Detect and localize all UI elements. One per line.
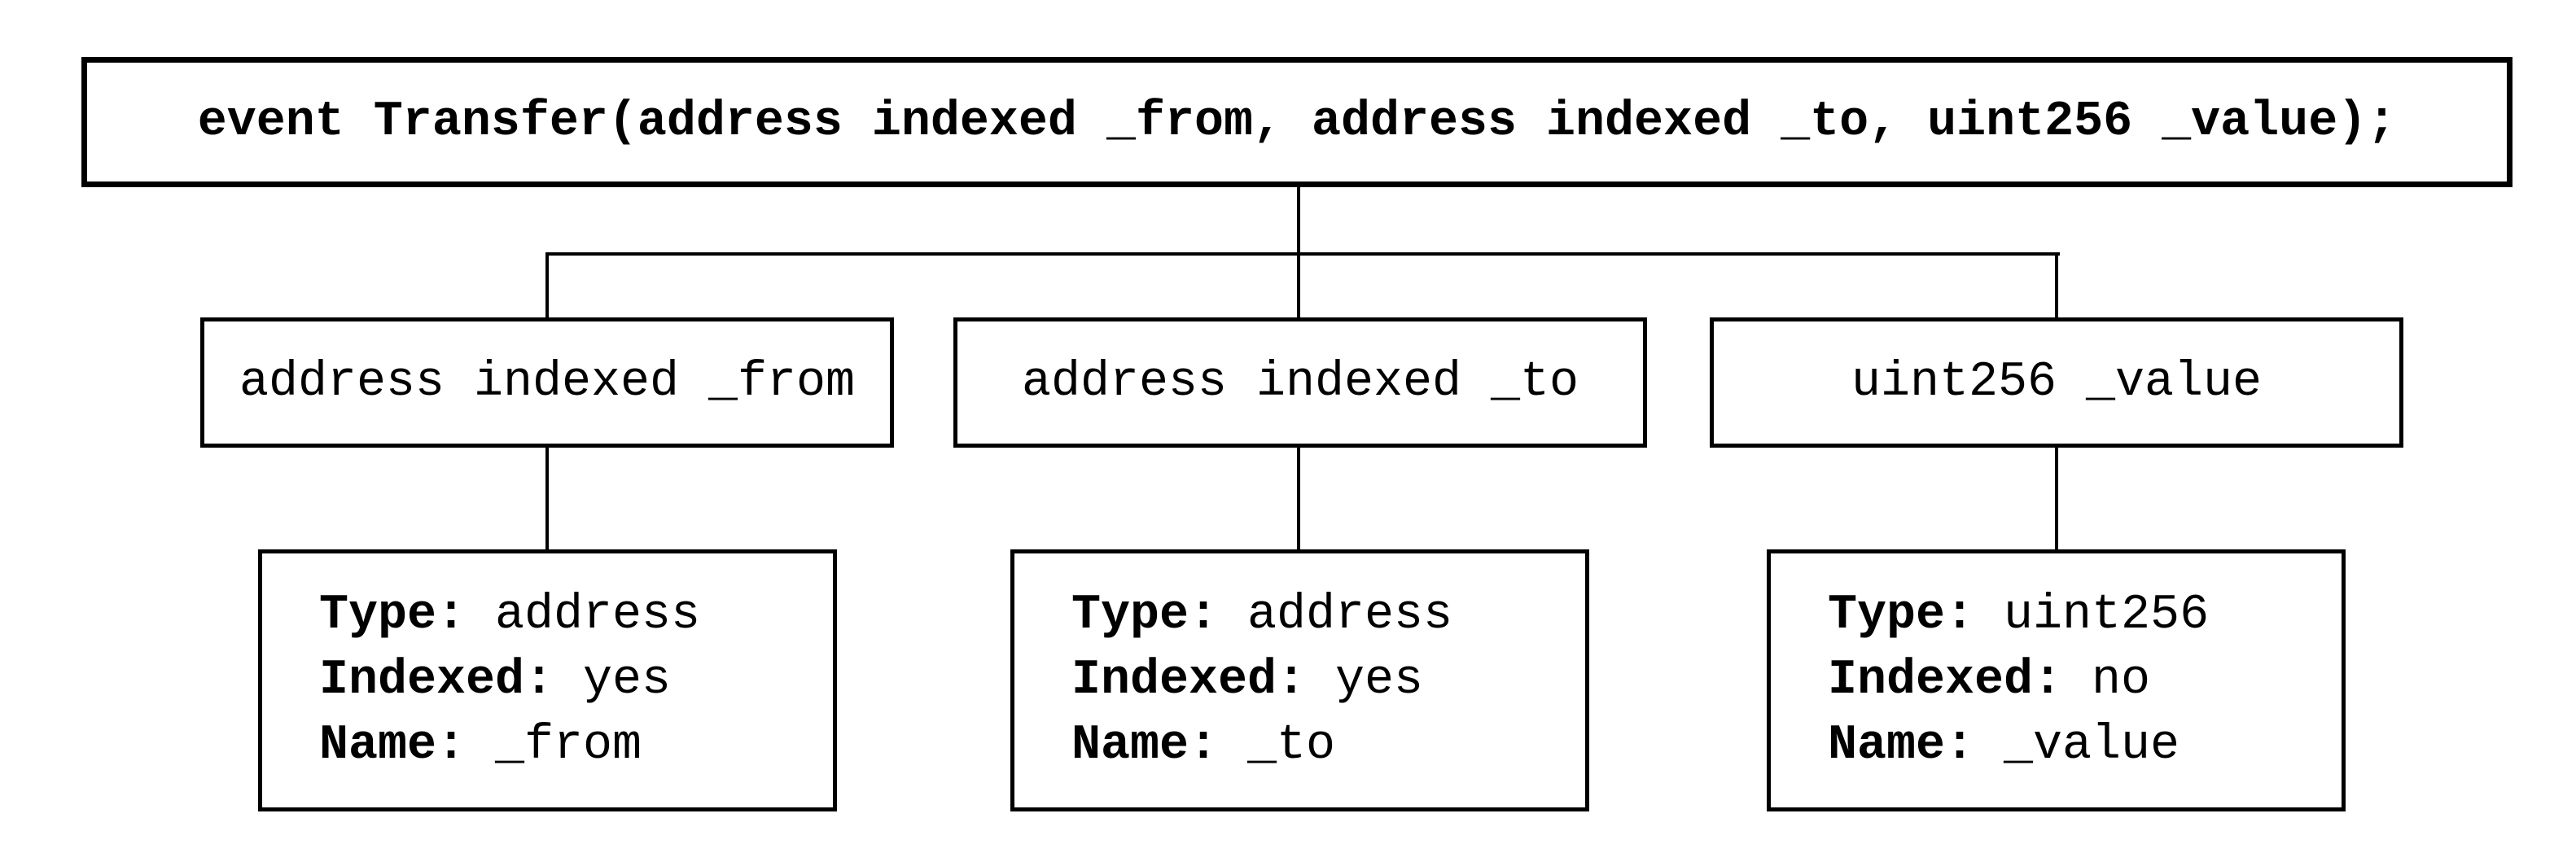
connector-detail-value-line (2055, 446, 2058, 552)
event-declaration-box: event Transfer(address indexed _from, ad… (81, 57, 2512, 187)
name-value: _to (1247, 718, 1336, 773)
param-detail-box-to: Type: address Indexed: yes Name: _to (1010, 549, 1589, 811)
connector-drop-from-line (545, 252, 549, 319)
detail-type-row: Type: uint256 (1828, 583, 2209, 648)
type-value: uint256 (2004, 588, 2210, 643)
param-box-to: address indexed _to (953, 317, 1647, 448)
param-box-value: uint256 _value (1710, 317, 2403, 448)
detail-indexed-row: Indexed: yes (1071, 648, 1423, 713)
name-label: Name: (319, 718, 467, 773)
name-value: _from (495, 718, 642, 773)
event-declaration-text: event Transfer(address indexed _from, ad… (197, 94, 2397, 150)
type-label: Type: (319, 588, 467, 643)
param-signature-text: address indexed _from (239, 355, 856, 410)
type-value: address (495, 588, 701, 643)
connector-drop-value-line (2055, 252, 2058, 319)
type-label: Type: (1828, 588, 1975, 643)
detail-type-row: Type: address (319, 583, 700, 648)
indexed-value: no (2092, 653, 2151, 708)
detail-name-row: Name: _to (1071, 713, 1335, 778)
param-signature-text: address indexed _to (1021, 355, 1579, 410)
name-label: Name: (1071, 718, 1219, 773)
indexed-label: Indexed: (319, 653, 554, 708)
detail-indexed-row: Indexed: yes (319, 648, 671, 713)
param-detail-box-from: Type: address Indexed: yes Name: _from (258, 549, 837, 811)
param-detail-box-value: Type: uint256 Indexed: no Name: _value (1767, 549, 2346, 811)
name-value: _value (2004, 718, 2180, 773)
detail-name-row: Name: _value (1828, 713, 2180, 778)
param-signature-text: uint256 _value (1851, 355, 2263, 410)
type-value: address (1247, 588, 1453, 643)
indexed-value: yes (1335, 653, 1424, 708)
connector-detail-from-line (545, 446, 549, 552)
name-label: Name: (1828, 718, 1975, 773)
indexed-label: Indexed: (1828, 653, 2063, 708)
param-box-from: address indexed _from (200, 317, 894, 448)
indexed-label: Indexed: (1071, 653, 1307, 708)
type-label: Type: (1071, 588, 1219, 643)
connector-horizontal-rail (545, 252, 2060, 256)
indexed-value: yes (583, 653, 672, 708)
detail-indexed-row: Indexed: no (1828, 648, 2150, 713)
connector-detail-to-line (1297, 446, 1300, 552)
detail-name-row: Name: _from (319, 713, 642, 778)
detail-type-row: Type: address (1071, 583, 1452, 648)
